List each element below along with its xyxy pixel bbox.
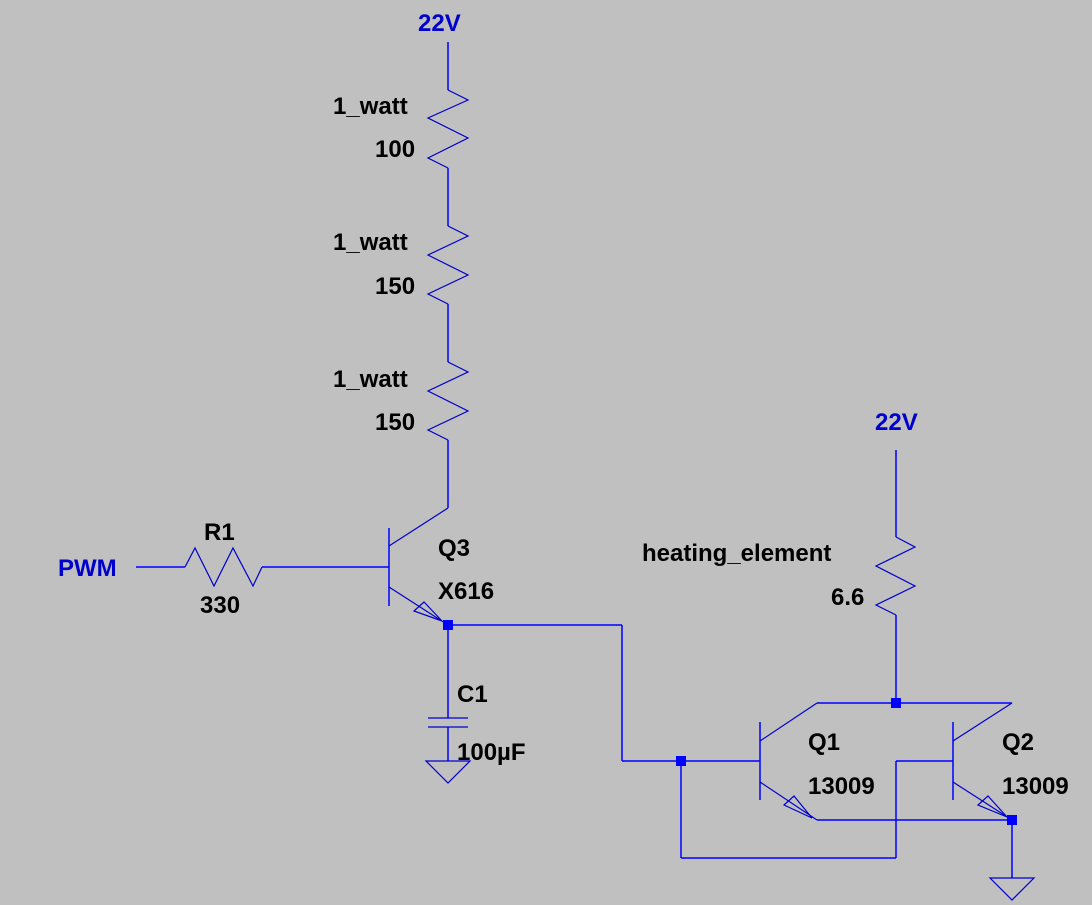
resistor-symbol — [426, 361, 470, 441]
junction-q2-emitter — [1007, 815, 1017, 825]
transistor-value-label: X616 — [438, 578, 494, 605]
net-label-22v-right[interactable]: 22V — [875, 409, 918, 436]
ground-icon — [424, 760, 472, 784]
resistor-name-label: 1_watt — [333, 93, 408, 120]
transistor-name-label: Q2 — [1002, 729, 1034, 756]
resistor-name-label: 1_watt — [333, 229, 408, 256]
resistor-heating-element[interactable]: heating_element 6.6 — [642, 536, 917, 616]
resistor-value-label: 100 — [375, 136, 415, 163]
junction-collector — [891, 698, 901, 708]
wire-q1-base-to-q2-base — [680, 760, 953, 859]
transistor-name-label: Q1 — [808, 729, 840, 756]
transistor-value-label: 13009 — [808, 773, 875, 800]
transistor-q2[interactable]: Q2 13009 — [952, 702, 1069, 821]
capacitor-name-label: C1 — [457, 681, 488, 708]
collector-lead — [759, 702, 818, 742]
ground-icon — [988, 877, 1036, 901]
transistor-name-label: Q3 — [438, 535, 470, 562]
collector-lead — [388, 507, 449, 547]
net-label-pwm[interactable]: PWM — [58, 555, 117, 582]
transistor-q3[interactable]: Q3 X616 — [388, 507, 494, 626]
resistor-value-label: 330 — [200, 592, 240, 619]
resistor-name-label: heating_element — [642, 540, 831, 567]
net-label-22v-top[interactable]: 22V — [418, 10, 461, 37]
resistor-100[interactable]: 1_watt 100 — [333, 89, 470, 169]
resistor-value-label: 150 — [375, 409, 415, 436]
emitter-arrow-icon — [976, 795, 1008, 818]
transistor-q1[interactable]: Q1 13009 — [759, 702, 875, 821]
transistor-value-label: 13009 — [1002, 773, 1069, 800]
resistor-symbol — [874, 536, 917, 616]
resistor-150-lower[interactable]: 1_watt 150 — [333, 361, 470, 441]
wire-emitter-to-q1-base — [448, 624, 760, 762]
collector-lead — [952, 702, 1013, 742]
resistor-symbol — [426, 89, 470, 169]
capacitor-value-label: 100µF — [457, 739, 526, 766]
emitter-arrow-icon — [412, 601, 443, 622]
capacitor-c1[interactable]: C1 100µF — [428, 630, 526, 766]
resistor-symbol — [426, 225, 470, 305]
resistor-value-label: 150 — [375, 273, 415, 300]
resistor-name-label: 1_watt — [333, 366, 408, 393]
resistor-symbol — [184, 546, 263, 588]
resistor-value-label: 6.6 — [831, 584, 864, 611]
resistor-r1[interactable]: R1 330 — [184, 519, 263, 619]
resistor-150-upper[interactable]: 1_watt 150 — [333, 225, 470, 305]
junction-q3-emitter — [443, 620, 453, 630]
resistor-name-label: R1 — [204, 519, 235, 546]
emitter-arrow-icon — [782, 795, 813, 819]
emitter-lead — [388, 586, 449, 626]
